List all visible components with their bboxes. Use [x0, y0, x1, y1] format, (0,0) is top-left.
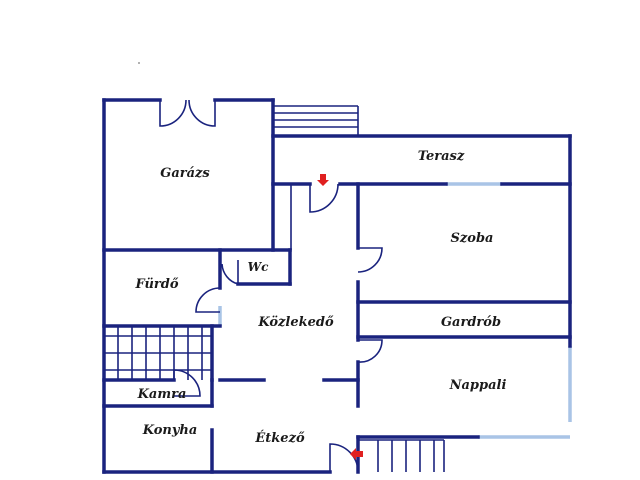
- label-garazs: Garázs: [160, 166, 210, 181]
- garage-door-left: [159, 99, 187, 127]
- doors: [159, 99, 383, 473]
- walls: [102, 98, 572, 474]
- kamra-door: [173, 369, 201, 397]
- szoba-door: [357, 247, 383, 273]
- label-kamra: Kamra: [137, 387, 187, 402]
- stray-dot: [138, 62, 140, 64]
- label-etkezo: Étkező: [254, 430, 305, 446]
- front-entrance-arrow-icon: [350, 448, 363, 460]
- room-labels: Garázs Terasz Szoba Fürdő Wc Közlekedő G…: [134, 149, 506, 446]
- garage-door-right: [188, 99, 216, 127]
- label-furdo: Fürdő: [134, 277, 178, 292]
- entrance-arrows: [317, 174, 363, 460]
- terrace-entrance-arrow-icon: [317, 174, 329, 186]
- label-kozlekedo: Közlekedő: [257, 315, 334, 330]
- wc-door: [221, 260, 239, 286]
- terrace-door: [309, 183, 339, 213]
- front-door: [329, 443, 359, 473]
- nappali-door: [357, 339, 383, 363]
- label-gardrob: Gardrób: [441, 315, 501, 330]
- label-terasz: Terasz: [418, 149, 465, 164]
- label-wc: Wc: [248, 260, 269, 274]
- windows: [218, 182, 572, 439]
- label-szoba: Szoba: [451, 231, 494, 246]
- label-nappali: Nappali: [449, 378, 507, 393]
- furdo-door: [195, 287, 221, 313]
- label-konyha: Konyha: [142, 423, 198, 438]
